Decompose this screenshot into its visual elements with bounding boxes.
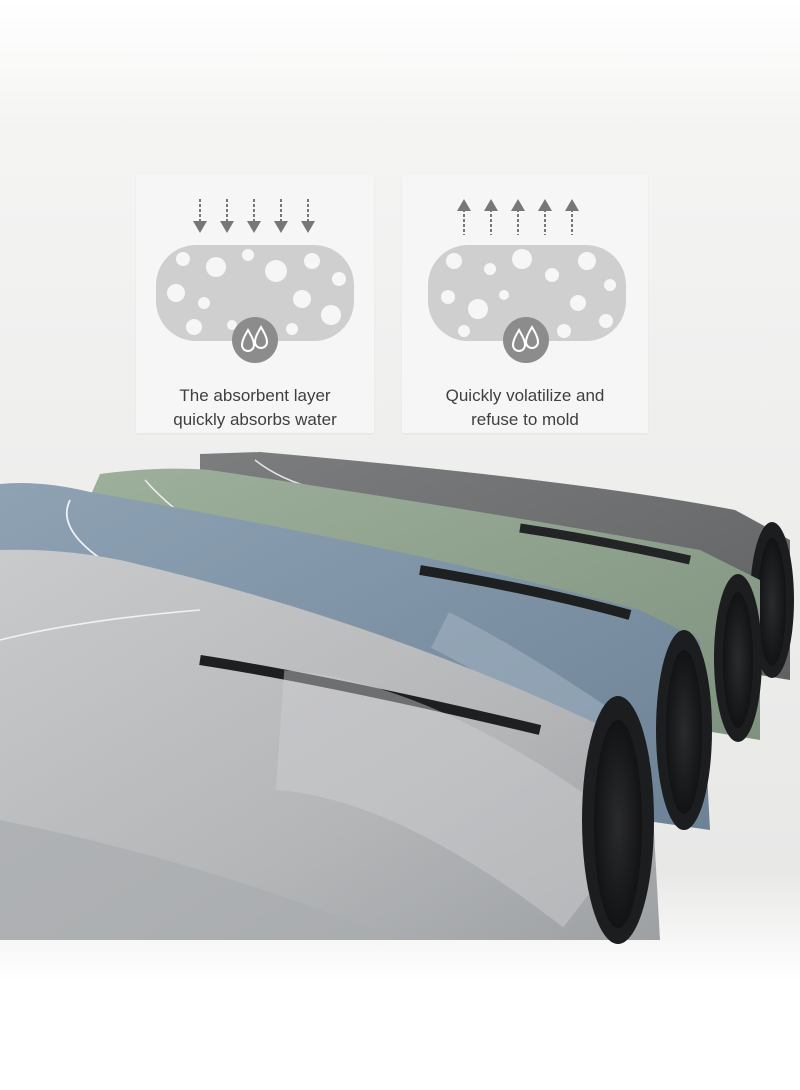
absorb-panel: The absorbent layer quickly absorbs wate… bbox=[136, 175, 374, 433]
foam-layer bbox=[428, 245, 626, 341]
volatilize-diagram bbox=[428, 199, 626, 363]
water-drops-icon bbox=[503, 317, 549, 363]
water-drops-icon bbox=[232, 317, 278, 363]
down-arrows-icon bbox=[193, 199, 315, 233]
up-arrows-icon bbox=[457, 199, 579, 235]
rolled-mats-photo bbox=[0, 452, 794, 944]
absorb-caption-line2: quickly absorbs water bbox=[173, 410, 337, 429]
mat-light-gray bbox=[0, 549, 660, 944]
volatilize-caption-line1: Quickly volatilize and bbox=[445, 386, 605, 405]
absorb-caption-line1: The absorbent layer bbox=[179, 386, 331, 405]
volatilize-caption-line2: refuse to mold bbox=[471, 410, 579, 429]
absorb-diagram bbox=[156, 199, 354, 363]
volatilize-panel: Quickly volatilize and refuse to mold bbox=[402, 175, 648, 433]
foam-layer bbox=[156, 245, 354, 341]
